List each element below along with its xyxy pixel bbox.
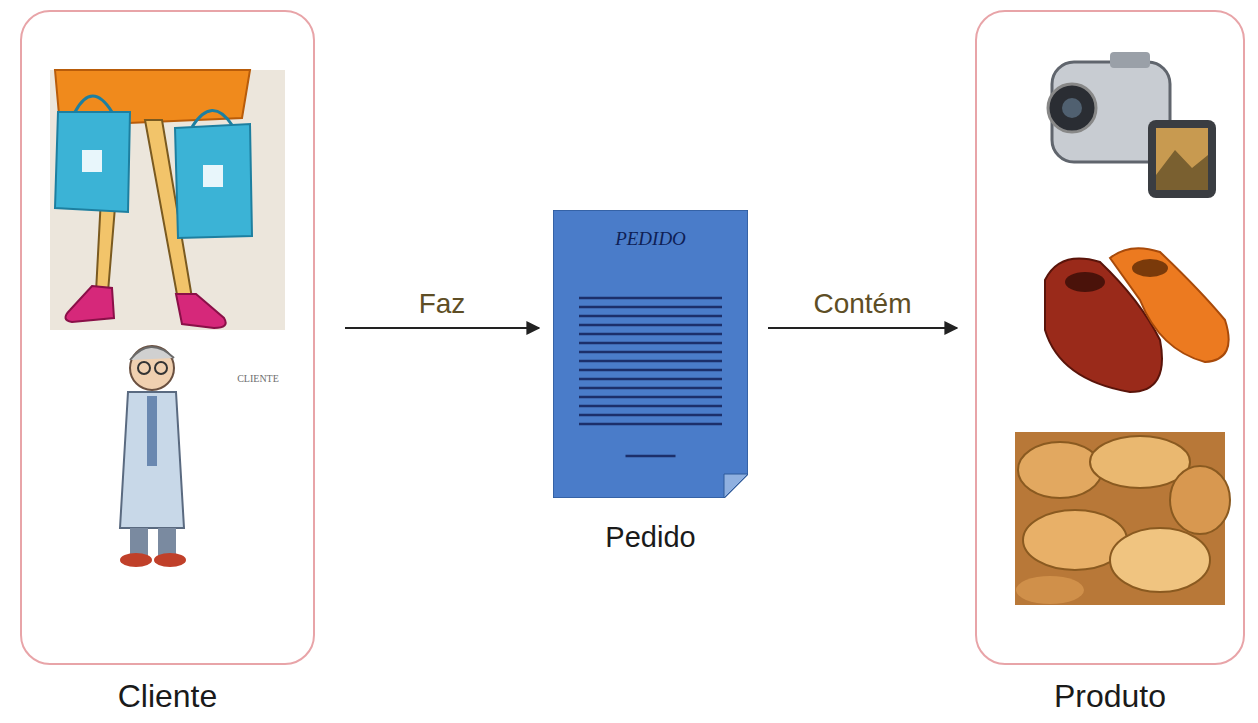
client-man-illustration — [120, 346, 186, 567]
document-text-line — [579, 315, 722, 318]
bag-tag — [203, 165, 223, 187]
hair — [130, 347, 174, 360]
document-text-line — [579, 351, 722, 354]
bag-handle — [75, 96, 112, 112]
document-text-line — [579, 396, 722, 399]
document-fold — [724, 474, 748, 498]
camera-lens — [1062, 98, 1082, 118]
screen-picture — [1156, 150, 1208, 190]
document-signature-line — [626, 455, 676, 458]
product-group-box: Produto — [975, 10, 1245, 665]
screen-picture — [1156, 128, 1208, 190]
camcorder-illustration — [1048, 52, 1216, 198]
document-text-line — [579, 342, 722, 345]
bread-illustration — [1015, 432, 1230, 605]
document-text-line — [579, 324, 722, 327]
edge-label: Contém — [813, 288, 911, 320]
document-text-line — [579, 378, 722, 381]
shopping-bag — [55, 112, 130, 212]
document-text-line — [579, 387, 722, 390]
bread-roll — [1016, 576, 1084, 604]
bread-roll — [1018, 442, 1102, 498]
tie — [147, 396, 157, 466]
shoe-opening — [1065, 272, 1105, 292]
glasses — [155, 362, 167, 374]
bag-handle — [192, 110, 232, 127]
document-text-line — [579, 297, 722, 300]
shoe — [154, 553, 186, 567]
shoe — [120, 553, 152, 567]
document-text-line — [579, 333, 722, 336]
document-page — [553, 210, 748, 498]
document-shape — [553, 210, 748, 498]
document-node: PEDIDOPedido — [553, 210, 748, 498]
flow-arrow — [768, 327, 957, 329]
document-text-line — [579, 360, 722, 363]
glasses — [138, 362, 150, 374]
trouser-leg — [158, 528, 176, 556]
document-title: PEDIDO — [553, 210, 748, 251]
document-text-line — [579, 306, 722, 309]
camera-screen — [1148, 120, 1216, 198]
coat — [120, 392, 184, 528]
bread-roll — [1110, 528, 1210, 592]
trouser-leg — [130, 528, 148, 556]
shopping-bag — [175, 124, 252, 238]
camera-top — [1110, 52, 1150, 68]
document-text-line — [579, 405, 722, 408]
high-heel — [65, 286, 114, 322]
shopper-illustration — [50, 70, 285, 330]
shoe — [1110, 248, 1229, 362]
bag-tag — [82, 150, 102, 172]
edge-label: Faz — [419, 288, 466, 320]
document-caption: Pedido — [553, 520, 748, 555]
head — [130, 346, 174, 390]
document-text-line — [579, 369, 722, 372]
document-text-line — [579, 423, 722, 426]
actor-group-box: Cliente — [20, 10, 315, 665]
camera-lens — [1048, 84, 1096, 132]
group-heading: Cliente — [22, 677, 313, 715]
shoes-illustration — [1045, 248, 1229, 392]
group-heading: Produto — [977, 677, 1243, 715]
high-heel — [176, 294, 226, 328]
figure-caption: CLIENTE — [237, 373, 279, 384]
shoe-opening — [1132, 259, 1168, 277]
illustration-ground — [50, 70, 285, 330]
document-text-line — [579, 414, 722, 417]
bread-roll — [1170, 466, 1230, 534]
flow-arrow — [345, 327, 539, 329]
